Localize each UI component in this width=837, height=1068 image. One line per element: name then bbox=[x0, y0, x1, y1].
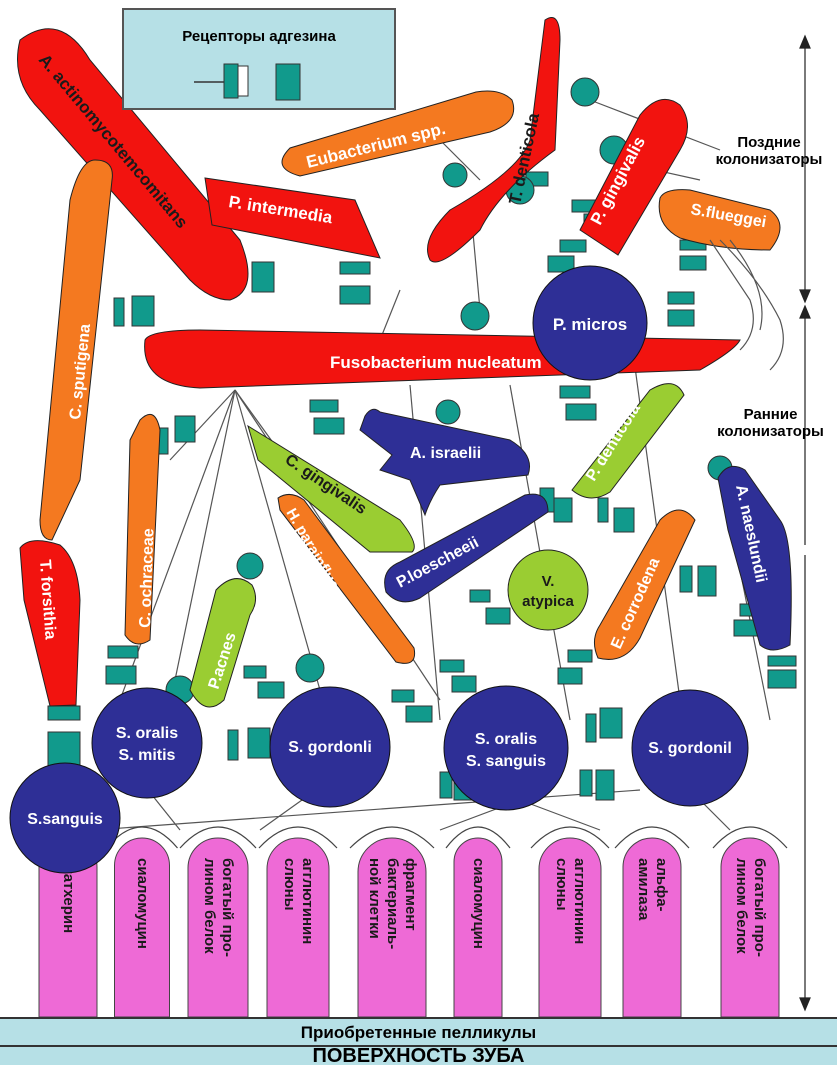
bacterium-a-israelii: A. israelii bbox=[359, 408, 530, 517]
tooth-surface-bar: ПОВЕРХНОСТЬ ЗУБА bbox=[0, 1045, 837, 1067]
receptor-label: сиаломуцин bbox=[470, 858, 487, 949]
receptor-pillar: сиаломуцин bbox=[106, 826, 178, 1018]
s-oralis-mitis-label-2: S. mitis bbox=[119, 747, 176, 764]
receptor-label: богатый про- bbox=[219, 858, 236, 957]
receptor-label: бактериаль- bbox=[384, 858, 401, 949]
early-colonizers-label: Ранние колонизаторы bbox=[717, 406, 824, 440]
receptor-label: агглютинин bbox=[299, 858, 316, 944]
receptor-pillars: статхерин сиаломуцин богатый про-лином бел… bbox=[30, 826, 788, 1018]
bacterium-p-acnes: P.acnes bbox=[189, 578, 256, 708]
receptor-label: фрагмент bbox=[402, 858, 419, 931]
receptor-label: слюны bbox=[553, 858, 570, 911]
receptor-label: лином белок bbox=[733, 858, 750, 954]
bacterium-p-denticola: P. denticola bbox=[571, 383, 685, 499]
s-sanguis-label: S.sanguis bbox=[27, 811, 103, 828]
receptor-label: богатый про- bbox=[751, 858, 768, 957]
adhesin-receptor-legend: Рецепторы адгезина bbox=[122, 8, 396, 110]
bacterium-a-naeslundii: A. naeslundii bbox=[717, 465, 792, 651]
fusobacterium-label: Fusobacterium nucleatum bbox=[330, 353, 542, 372]
p-micros-label: P. micros bbox=[553, 315, 627, 334]
late-colonizers-arrow bbox=[799, 34, 811, 304]
v-atypica-label-1: V. bbox=[542, 573, 555, 590]
a-israelii-label: A. israelii bbox=[410, 445, 481, 462]
late-colonizers-label: Поздние колонизаторы bbox=[715, 134, 823, 168]
early-colonizers-arrow bbox=[799, 304, 811, 545]
receptor-label: агглютинин bbox=[571, 858, 588, 944]
receptor-label: ной клетки bbox=[366, 858, 383, 939]
bacterium-s-gordonii-right: S. gordonil bbox=[631, 689, 749, 807]
receptor-pillar: альфа-амилаза bbox=[614, 826, 690, 1018]
bacterium-v-atypica: V. atypica bbox=[507, 549, 589, 631]
v-atypica-label-2: atypica bbox=[522, 593, 574, 610]
receptor-pillar: сиаломуцин bbox=[445, 826, 511, 1018]
acquired-pellicle-bar: Приобретенные пелликулы bbox=[0, 1017, 837, 1047]
receptor-pillar: богатый про-лином белок bbox=[712, 826, 788, 1018]
bacterium-s-sanguis: S.sanguis bbox=[9, 762, 121, 874]
s-gordonii-right-label: S. gordonil bbox=[648, 740, 732, 757]
s-oralis-sanguis-label-1: S. oralis bbox=[475, 731, 537, 748]
receptor-label: статхерин bbox=[60, 858, 77, 933]
bacterium-s-oralis-mitis: S. oralis S. mitis bbox=[91, 687, 203, 799]
receptor-label: амилаза bbox=[635, 858, 652, 921]
legend-title: Рецепторы адгезина bbox=[182, 28, 336, 45]
pioneer-arrow bbox=[799, 555, 811, 1012]
s-gordonii-left-label: S. gordonli bbox=[288, 739, 372, 756]
t-forsithia-label: T. forsithia bbox=[36, 559, 59, 640]
bacterium-s-oralis-sanguis: S. oralis S. sanguis bbox=[443, 685, 569, 811]
receptor-label: слюны bbox=[281, 858, 298, 911]
s-oralis-sanguis-label-2: S. sanguis bbox=[466, 753, 546, 770]
receptor-pillar: богатый про-лином белок bbox=[179, 826, 257, 1018]
c-ochracea-label: C. ochraceae bbox=[137, 528, 157, 628]
bacterium-fusobacterium-nucleatum: Fusobacterium nucleatum bbox=[144, 329, 741, 389]
receptor-label: альфа- bbox=[653, 858, 670, 912]
receptor-label: лином белок bbox=[201, 858, 218, 954]
bacterium-p-micros: P. micros bbox=[532, 265, 648, 381]
bacterium-t-forsithia: T. forsithia bbox=[19, 540, 81, 707]
s-oralis-mitis-label-1: S. oralis bbox=[116, 725, 178, 742]
bacterium-s-gordonii-left: S. gordonli bbox=[269, 686, 391, 808]
bacterium-p-intermedia: P. intermedia bbox=[204, 177, 381, 259]
bacterium-c-ochracea: C. ochraceae bbox=[124, 413, 161, 645]
bacterium-s-flueggei: S.flueggei bbox=[658, 189, 784, 371]
receptor-label: сиаломуцин bbox=[134, 858, 151, 949]
legend-symbol bbox=[194, 63, 301, 101]
bacterium-c-sputigena: C. sputigena bbox=[39, 159, 113, 541]
